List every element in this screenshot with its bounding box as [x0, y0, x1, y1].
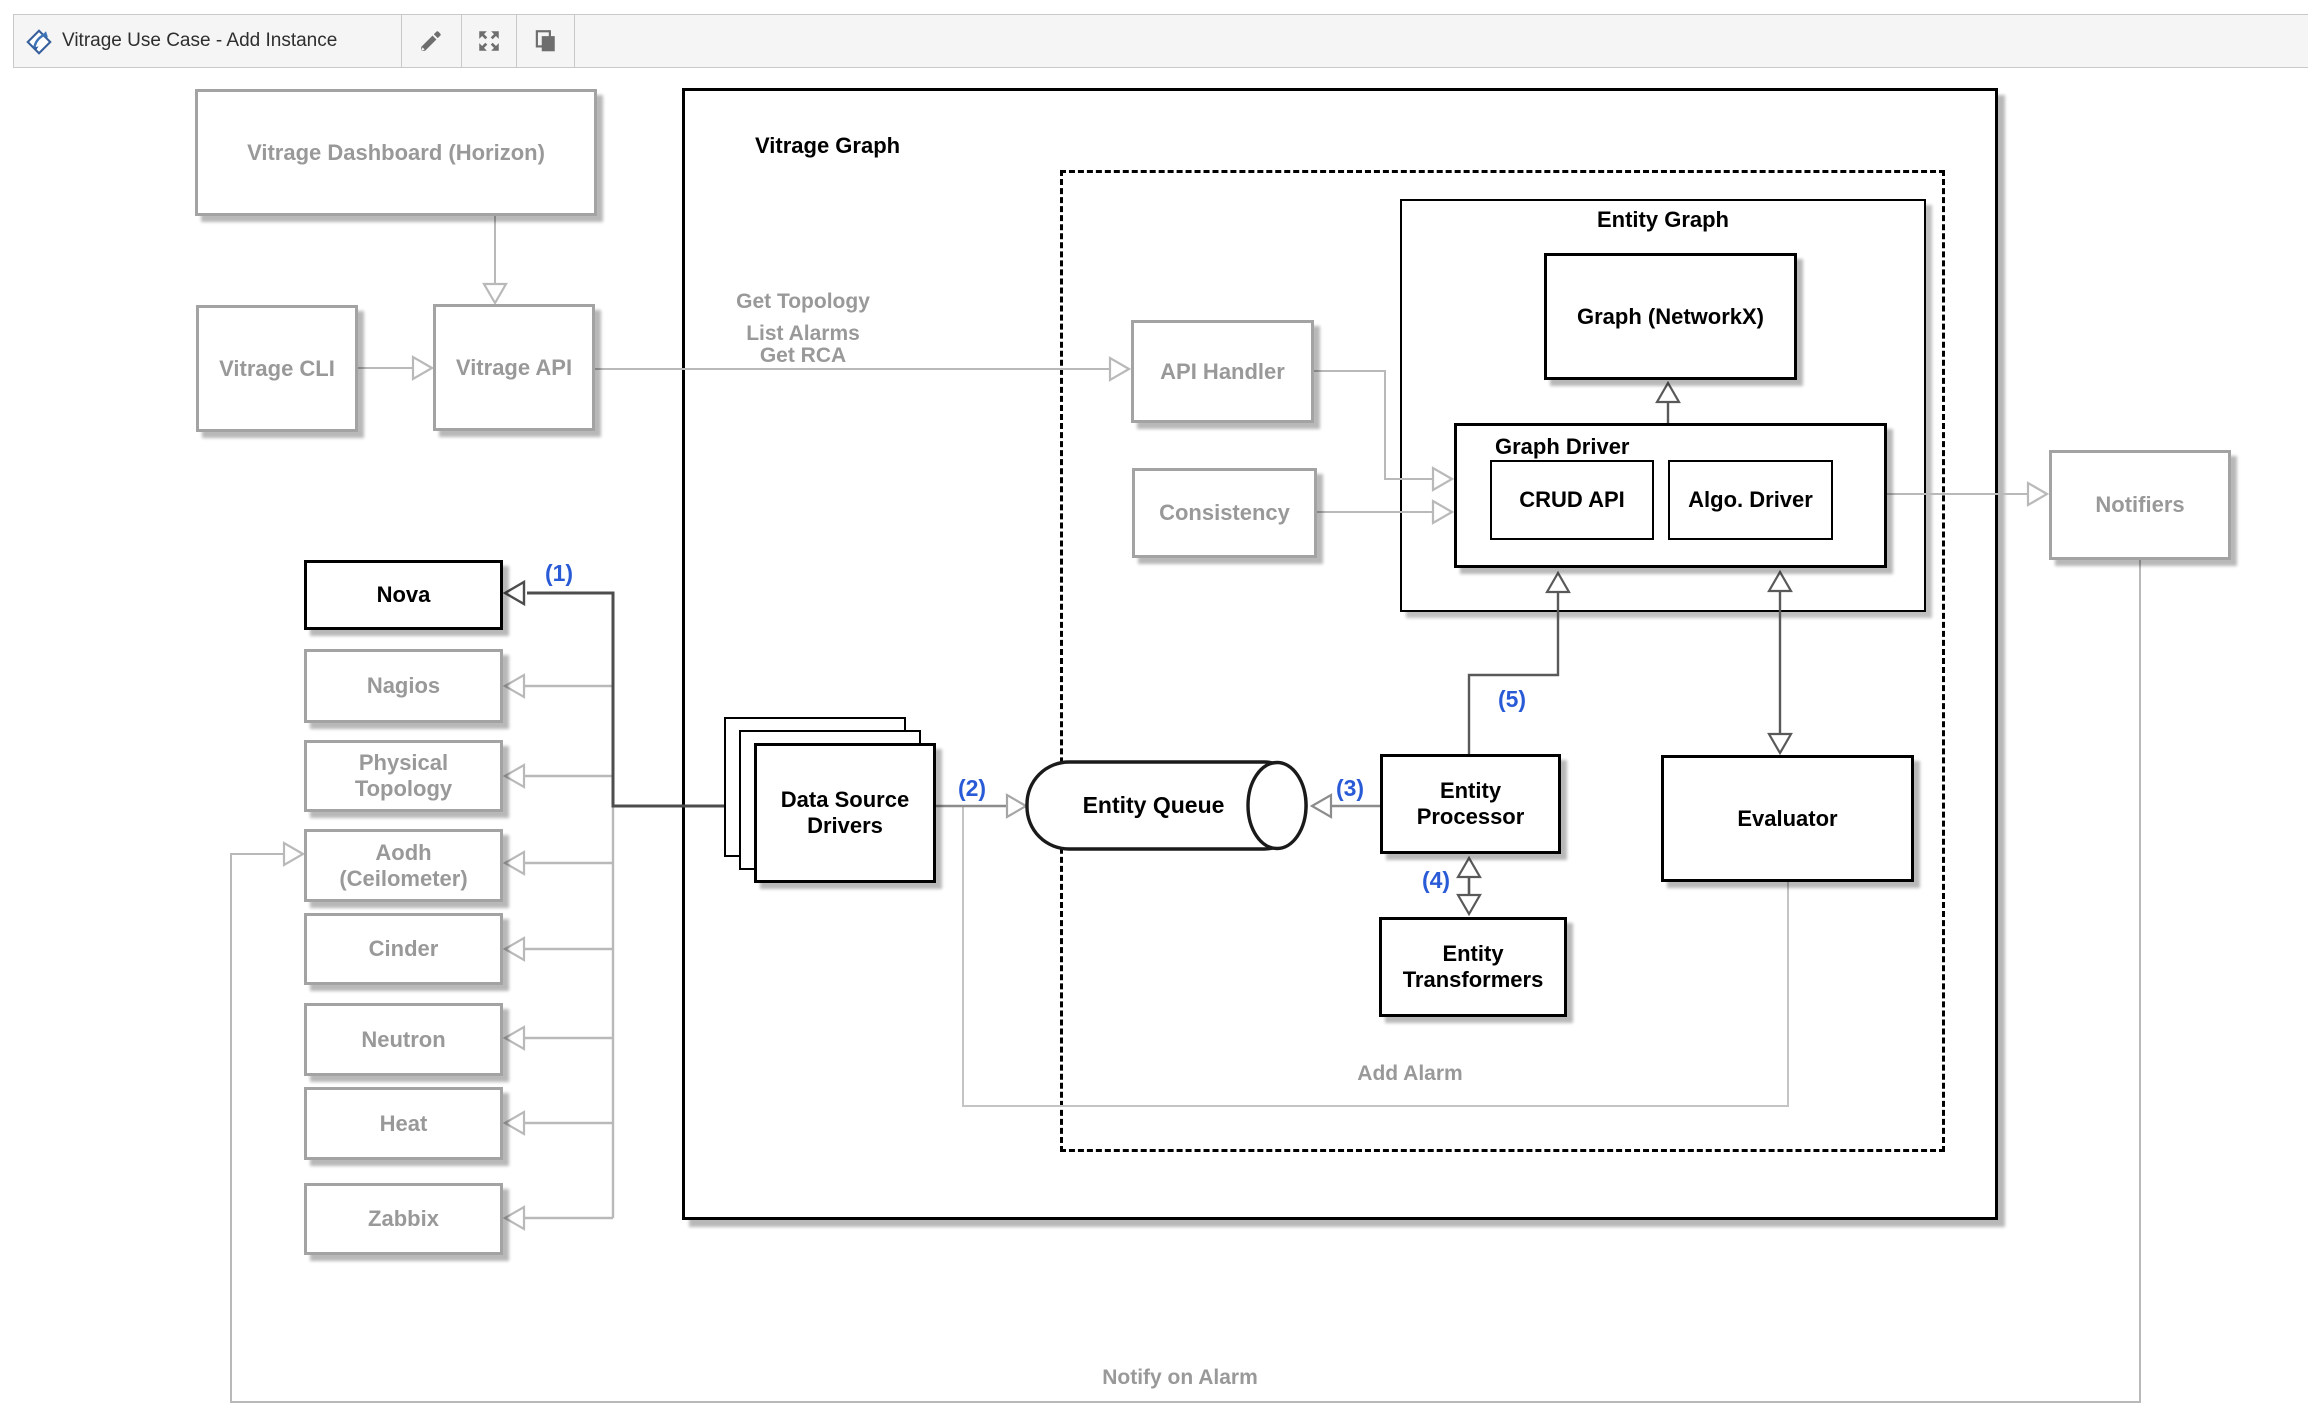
entity-graph-container: Entity Graph: [1400, 199, 1926, 612]
pencil-icon: [421, 31, 441, 51]
copy-icon: [535, 30, 555, 52]
entity-graph-label: Entity Graph: [1596, 207, 1729, 232]
drawio-logo-icon: [26, 29, 52, 55]
fullscreen-button[interactable]: [461, 15, 516, 67]
toolbar-divider: [401, 15, 402, 67]
copy-button[interactable]: [516, 15, 574, 67]
toolbar-divider: [461, 15, 462, 67]
vitrage-graph-label: Vitrage Graph: [755, 133, 901, 158]
diagram-title: Vitrage Use Case - Add Instance: [62, 30, 338, 51]
edit-button[interactable]: [403, 15, 459, 67]
fullscreen-icon: [478, 31, 499, 51]
toolbar-divider: [574, 15, 575, 67]
toolbar-divider: [516, 15, 517, 67]
viewer-toolbar: Vitrage Use Case - Add Instance: [13, 14, 2308, 68]
